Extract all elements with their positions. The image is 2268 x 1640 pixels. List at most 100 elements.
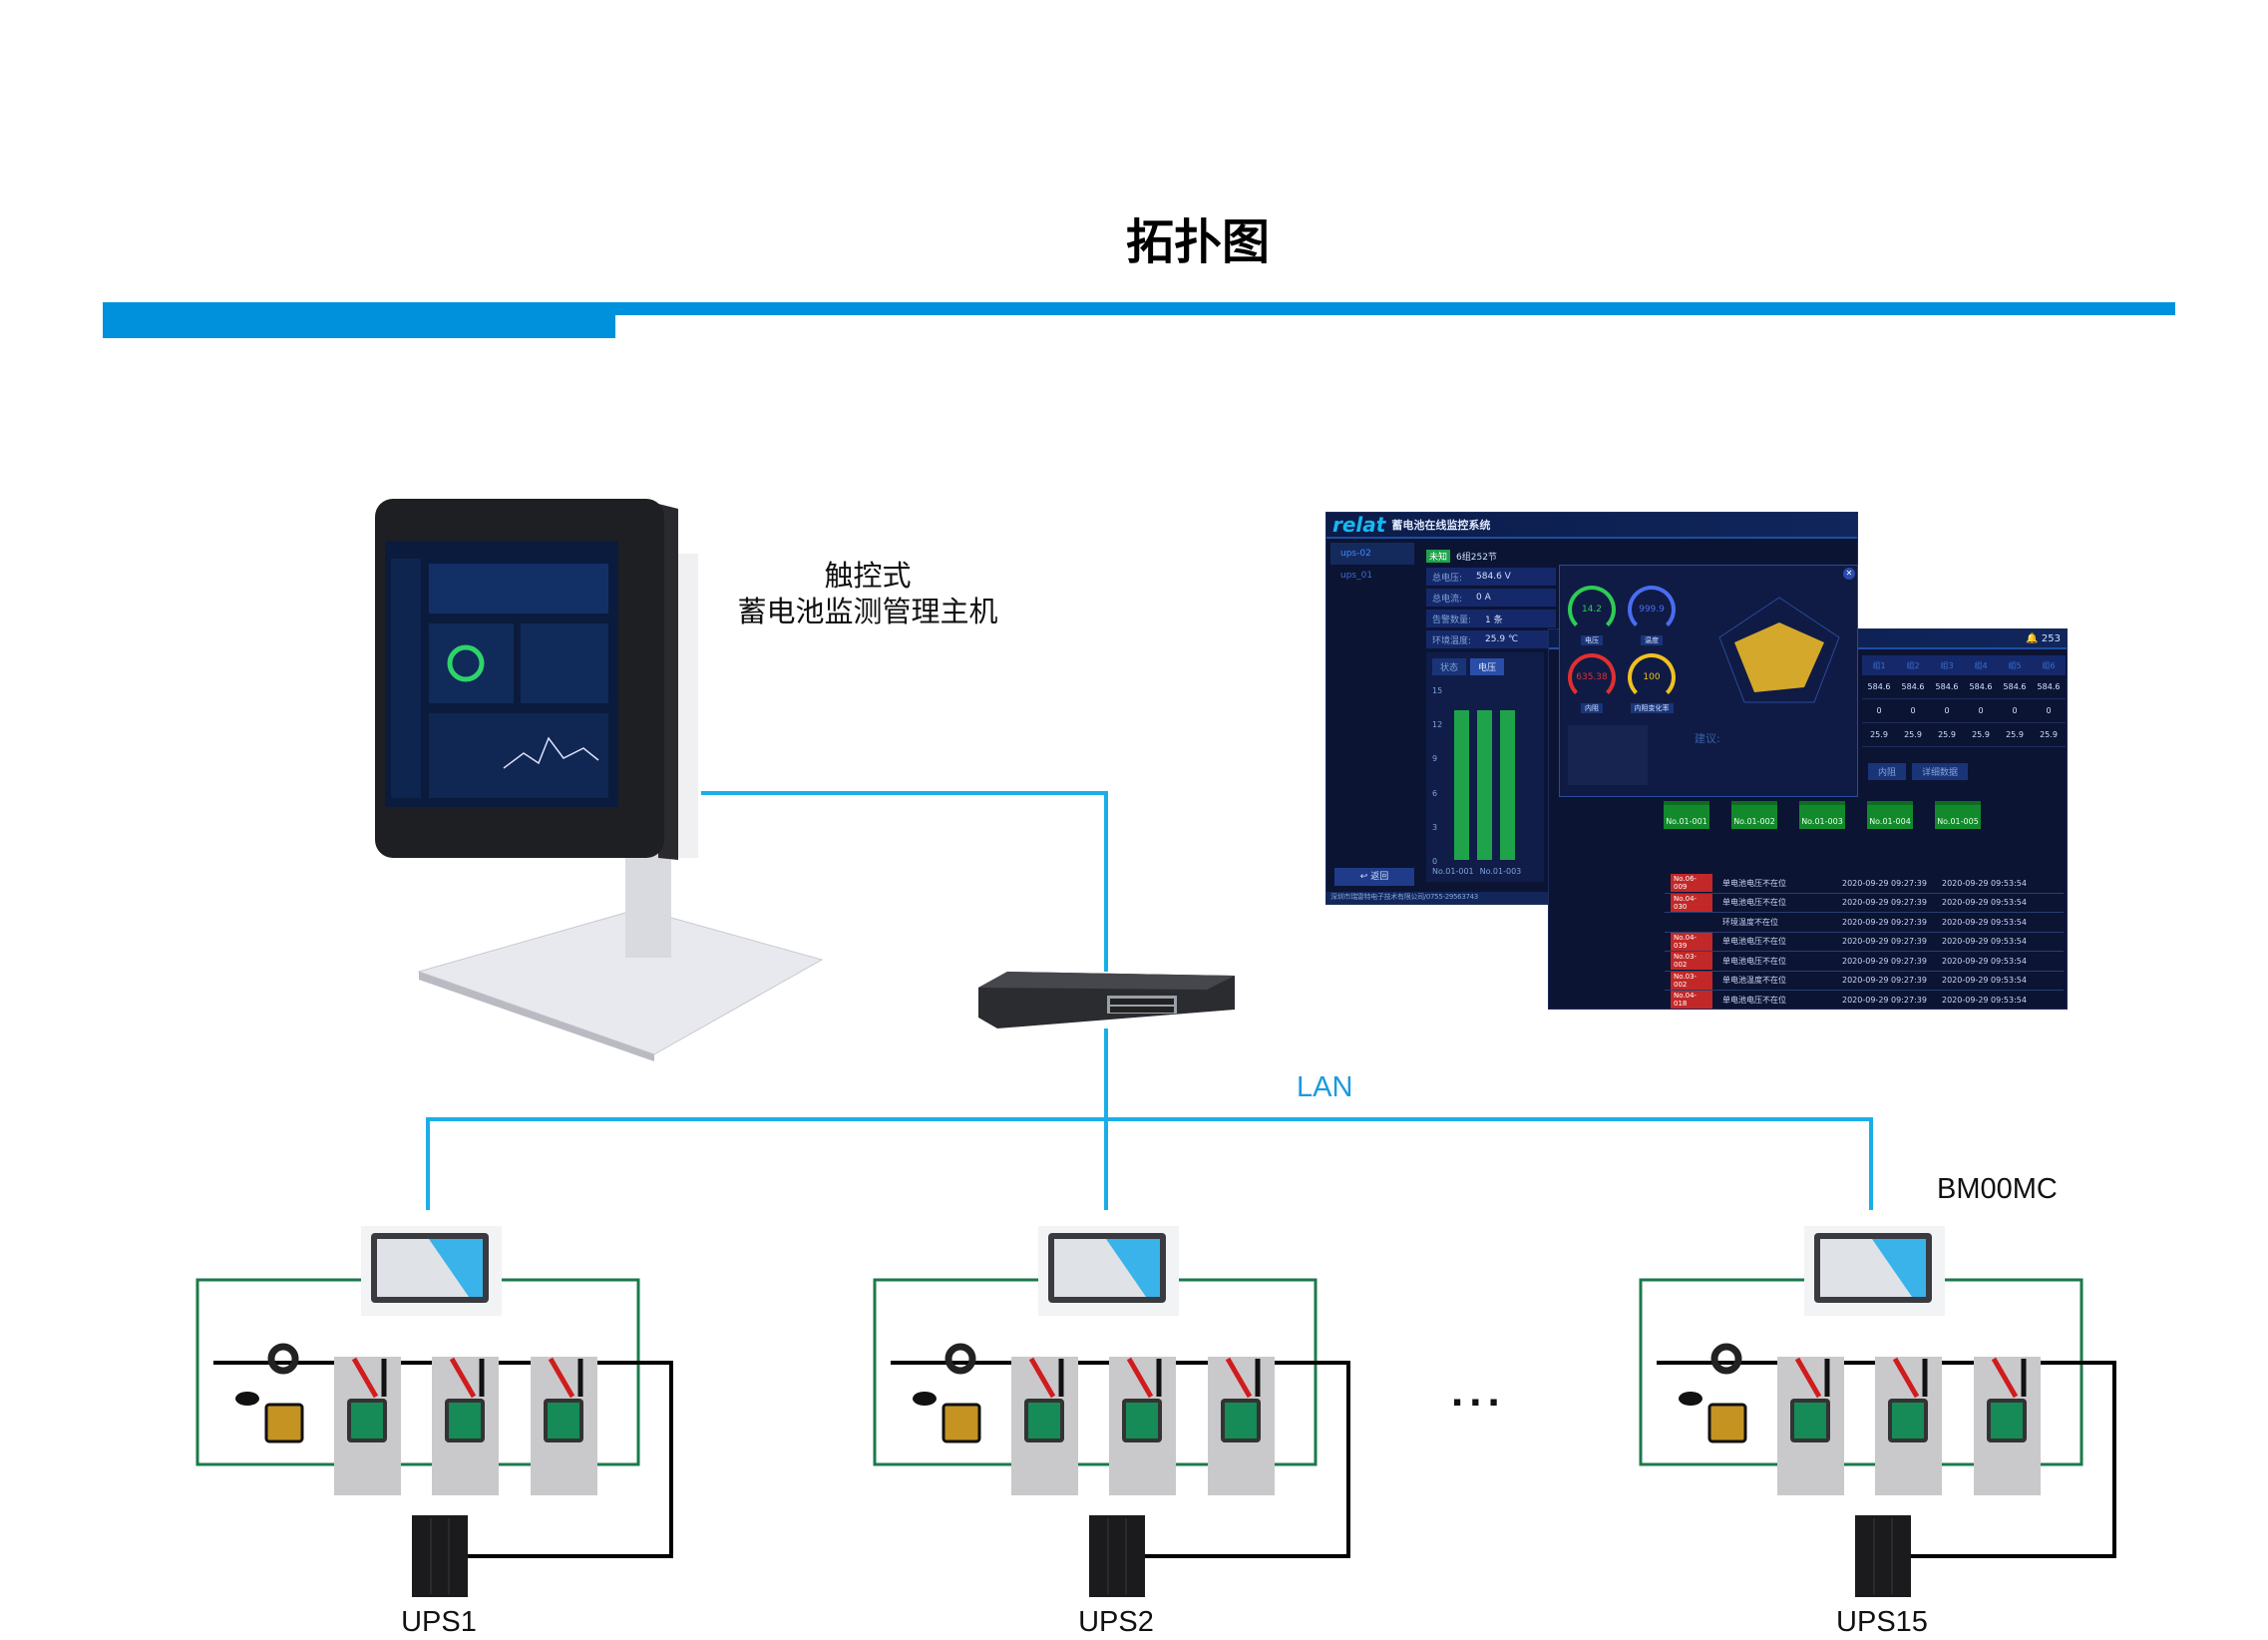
battery [1974,1357,2041,1495]
group-info: 6组252节 [1456,552,1497,563]
ups-battery-group [1639,1226,2116,1597]
title-underline [103,302,2175,315]
host-label: 触控式 蓄电池监测管理主机 [698,559,1037,630]
close-icon[interactable]: ✕ [1843,568,1855,580]
group-header: 组1 [1872,660,1886,670]
stat-value: 0 A [1476,593,1491,603]
chart-bar [1477,710,1492,860]
alarm-end-time: 2020-09-29 09:53:54 [1942,976,2027,986]
temperature-probe [913,1392,937,1406]
app-sidebar: ups-02 ups_01 [1330,543,1414,587]
network-switch [978,972,1235,1028]
alarm-end-time: 2020-09-29 09:53:54 [1942,937,2027,947]
stat-value: 1 条 [1485,615,1503,625]
stat-label: 告警数量: [1432,615,1472,625]
group-cell: 0 [1910,706,1916,715]
alarm-bell[interactable]: 🔔 253 [2026,632,2061,644]
advice-title: 建议: [1695,732,1720,745]
group-cell: 25.9 [1870,730,1888,739]
alarm-cell-id: No.04-018 [1671,991,1712,1009]
alarm-message: 环境温度不在位 [1722,917,1778,927]
alarm-end-time: 2020-09-29 09:53:54 [1942,917,2027,927]
battery-cell-tile[interactable]: No.01-001 [1664,801,1709,829]
battery-cell-tile[interactable]: No.01-003 [1799,801,1845,829]
alarm-message: 单电池电压不在位 [1722,878,1786,888]
stat-row: 总电压:584.6 V [1426,568,1556,586]
battery [1011,1357,1078,1495]
sidebar-item-ups-01[interactable]: ups_01 [1340,571,1373,581]
current-sensor-module [942,1403,981,1443]
group-cell: 0 [1944,706,1950,715]
gauge-label: 电压 [1581,635,1603,645]
y-tick: 3 [1432,822,1438,832]
alarm-start-time: 2020-09-29 09:27:39 [1842,995,1927,1005]
battery [1109,1357,1176,1495]
back-button-label: 返回 [1370,872,1389,882]
tab-detail-data[interactable]: 详细数据 [1912,763,1969,780]
sidebar-item-ups-02[interactable]: ups-02 [1330,543,1414,565]
back-button[interactable]: ↩ 返回 [1334,868,1414,886]
group-cell: 25.9 [2006,730,2024,739]
alarm-end-time: 2020-09-29 09:53:54 [1942,995,2027,1005]
tab-voltage[interactable]: 电压 [1470,658,1505,675]
current-sensor [945,1343,976,1375]
stat-value: 25.9 ℃ [1485,634,1519,644]
lan-wiring [426,791,1873,1210]
current-sensor [1710,1343,1742,1375]
gauge-dial: 14.2 [1568,586,1616,633]
bm00mc-collector [1038,1226,1179,1316]
advice-list [1568,725,1648,785]
alarm-cell-id: No.04-039 [1671,932,1712,951]
y-tick: 6 [1432,788,1438,798]
gauge-label: 内阻变化率 [1630,703,1674,713]
ups-label: UPS2 [1078,1606,1154,1638]
group-cell: 25.9 [1938,730,1956,739]
tab-resistance[interactable]: 内阻 [1868,763,1907,780]
alarm-start-time: 2020-09-29 09:27:39 [1842,937,1927,947]
ups-cabinet [412,1515,468,1597]
tab-status[interactable]: 状态 [1432,658,1467,675]
group-header: 组2 [1906,660,1920,670]
ups-cabinet [1855,1515,1911,1597]
group-cell: 584.6 [1969,682,1993,691]
alarm-count: 253 [2041,632,2061,644]
alarm-cell-id: No.03-002 [1671,952,1712,971]
group-cell: 584.6 [1935,682,1959,691]
host-label-line-1: 触控式 [824,561,912,593]
gauge-dial: 635.38 [1568,653,1616,701]
battery-cell-tile[interactable]: No.01-004 [1867,801,1913,829]
summary-box: 未知 6组252节 总电压:584.6 V 总电流: 0 A 告警数量: 1 条环境温度:… [1426,547,1556,651]
bmc-label: BM00MC [1937,1173,2058,1205]
alarm-cell-id: No.03-002 [1671,971,1712,990]
touch-monitor-host [375,499,824,1061]
brand-logo: relat [1332,513,1386,537]
group-header: 组5 [2008,660,2022,670]
battery [334,1357,401,1495]
status-badge: 未知 [1426,549,1451,563]
bm00mc-collector [361,1226,502,1316]
battery-cell-tile[interactable]: No.01-002 [1731,801,1777,829]
battery-cell-tile[interactable]: No.01-005 [1935,801,1981,829]
alarm-end-time: 2020-09-29 09:53:54 [1942,956,2027,966]
stat-row: 环境温度:25.9 ℃ [1426,630,1556,648]
stat-label: 总电压: [1432,573,1463,584]
y-tick: 0 [1432,856,1438,866]
gauge-dial: 999.9 [1628,586,1676,633]
stat-label: 总电流: [1432,594,1463,605]
alarm-cell-id: No.04-030 [1671,893,1712,912]
battery [432,1357,499,1495]
